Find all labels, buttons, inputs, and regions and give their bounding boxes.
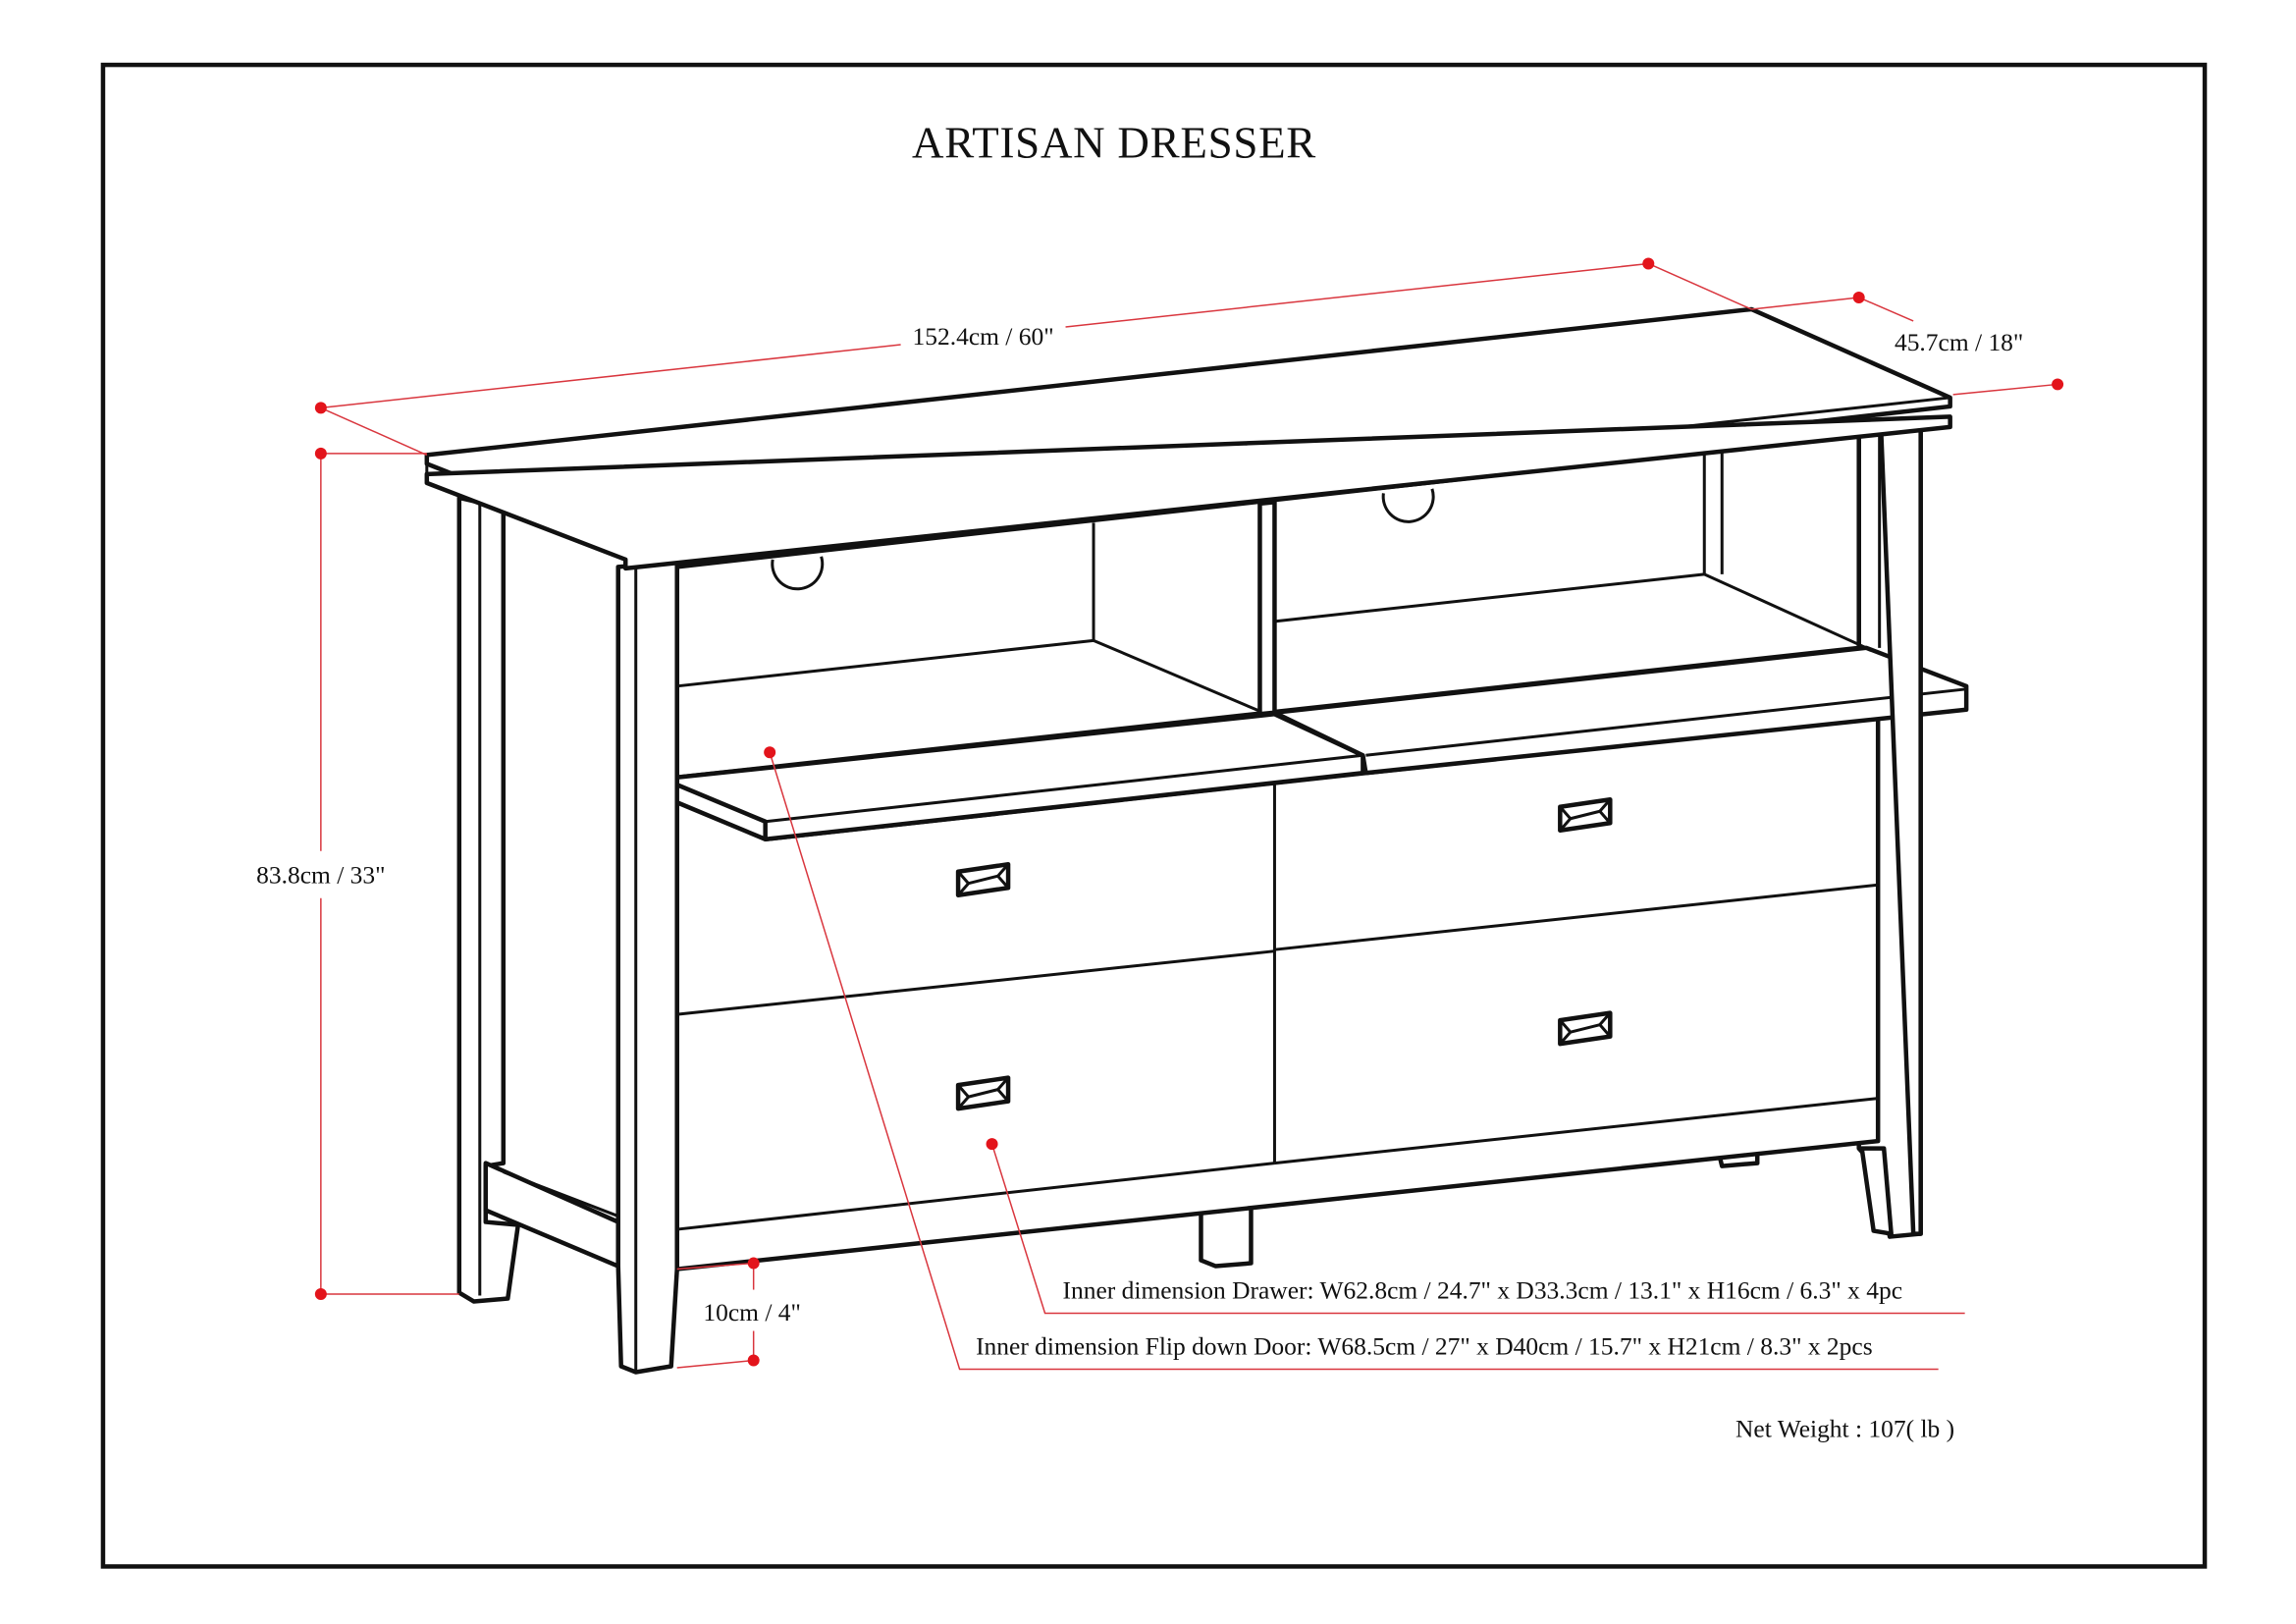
width-label: 152.4cm / 60" xyxy=(913,322,1054,351)
flip-door-inner-dimension: Inner dimension Flip down Door: W68.5cm … xyxy=(976,1332,1873,1361)
depth-label: 45.7cm / 18" xyxy=(1895,328,2023,356)
cable-hole-left xyxy=(771,556,825,591)
height-label: 83.8cm / 33" xyxy=(256,861,385,890)
net-weight: Net Weight : 107( lb ) xyxy=(1735,1414,1954,1442)
diagram-title: ARTISAN DRESSER xyxy=(912,119,1316,168)
cable-hole-right xyxy=(1381,488,1435,523)
flip-door-right xyxy=(1272,645,1969,776)
drawer-handles xyxy=(955,797,1613,1111)
leg-clearance-label: 10cm / 4" xyxy=(703,1298,801,1326)
dresser-drawing xyxy=(424,306,1969,1375)
drawer-inner-dimension: Inner dimension Drawer: W62.8cm / 24.7" … xyxy=(1063,1276,1902,1305)
dimension-markers xyxy=(314,257,2064,1367)
frame-border xyxy=(100,62,2208,1569)
dimension-lines xyxy=(314,257,2064,1371)
